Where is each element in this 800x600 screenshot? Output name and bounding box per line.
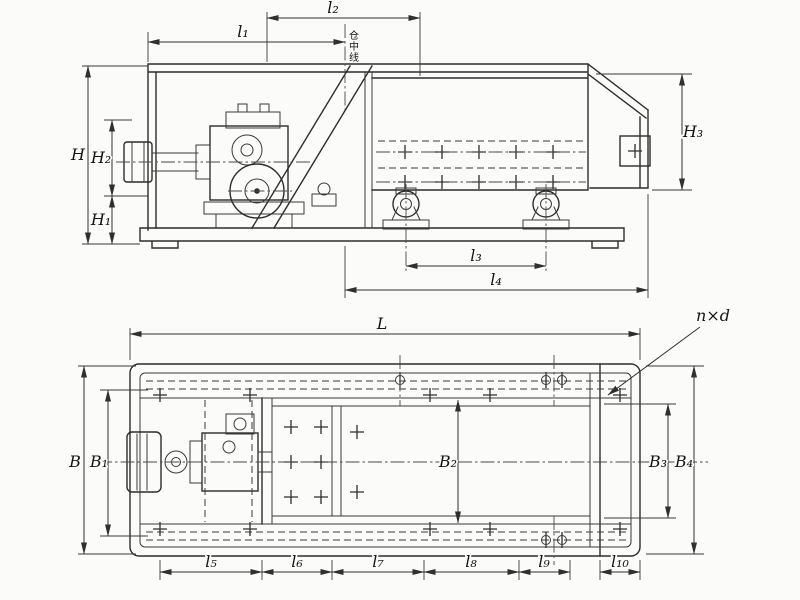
label-B: B <box>68 452 81 471</box>
plan-view: L n×d B B₁ B₂ B₃ B₄ l₅ <box>66 304 732 580</box>
plan-structure-lines <box>139 372 632 548</box>
label-l3: l₃ <box>470 246 482 265</box>
dim-l5: l₅ <box>159 550 263 575</box>
dim-B3: B₃ <box>646 403 671 519</box>
dim-H3: H₃ <box>679 73 705 191</box>
brace-pivot <box>317 182 331 196</box>
nxd-leader <box>607 326 701 396</box>
dim-H: H <box>68 65 91 245</box>
plan-inner-shell <box>139 372 632 548</box>
label-l9: l₉ <box>538 552 550 571</box>
bin-centerline-note: 仓中线 <box>347 29 359 63</box>
side-view: l₂ l₁ 仓中线 H H₂ H₁ H₃ l₃ l₄ <box>68 0 705 298</box>
bolt-hole <box>541 535 551 545</box>
label-B2: B₂ <box>438 452 457 471</box>
label-l7: l₇ <box>372 552 384 571</box>
label-H1: H₁ <box>90 210 111 229</box>
plan-motor-drive <box>126 413 273 493</box>
label-l5: l₅ <box>205 552 217 571</box>
frame-outline <box>147 63 649 231</box>
side-frame <box>139 63 651 249</box>
label-L: L <box>376 314 388 333</box>
label-nxd: n×d <box>696 306 730 325</box>
label-l6: l₆ <box>291 552 303 571</box>
side-center-lines <box>116 24 586 274</box>
pedestal-body <box>382 187 430 230</box>
gear-hub <box>240 143 254 157</box>
dim-l9: l₉ <box>518 550 571 575</box>
label-l10: l₁₀ <box>611 552 630 571</box>
plan-extension-lines <box>78 328 704 580</box>
dim-H1: H₁ <box>88 195 115 245</box>
dim-l3: l₃ <box>405 244 547 269</box>
label-B4: B₄ <box>674 452 693 471</box>
plan-outer-shell <box>129 363 641 557</box>
dim-B: B <box>66 365 87 555</box>
base-plate <box>139 227 625 249</box>
dim-L: L <box>129 312 641 337</box>
bolt-hole <box>557 535 567 545</box>
bolt-hole <box>557 375 567 385</box>
label-H2: H₂ <box>90 148 111 167</box>
gear-circle <box>231 134 263 166</box>
plan-body <box>129 363 641 557</box>
label-l8: l₈ <box>465 552 477 571</box>
pedestal-body <box>522 187 570 230</box>
dim-B4: B₄ <box>672 365 697 555</box>
discharge-outlet <box>619 135 651 167</box>
plan-center-lines <box>98 355 708 565</box>
dim-l10: l₁₀ <box>599 550 641 575</box>
partition-wall <box>364 71 373 229</box>
label-l4: l₄ <box>490 270 502 289</box>
dim-B2: B₂ <box>436 399 461 524</box>
trough-hidden-lines <box>378 140 584 169</box>
plan-trough-walls <box>261 363 601 557</box>
callout-nxd: n×d <box>607 304 732 396</box>
dim-l1: l₁ <box>147 20 346 45</box>
label-H3: H₃ <box>682 122 703 141</box>
side-extension-lines <box>82 12 692 298</box>
dim-l2: l₂ <box>266 0 421 21</box>
motor-terminal-box <box>225 111 281 129</box>
label-l1: l₁ <box>237 22 249 41</box>
label-B3: B₃ <box>648 452 667 471</box>
gear-plan <box>222 440 236 454</box>
motor-plan <box>233 417 247 431</box>
drive-details <box>131 103 337 229</box>
label-H: H <box>70 145 86 164</box>
dim-B1: B₁ <box>87 389 111 537</box>
label-l2: l₂ <box>327 0 339 17</box>
dim-l6: l₆ <box>261 550 333 575</box>
bolt-hole <box>541 375 551 385</box>
diagonal-brace <box>251 65 373 229</box>
dim-l8: l₈ <box>423 550 520 575</box>
shaft-end <box>164 450 188 474</box>
label-B1: B₁ <box>89 452 108 471</box>
dim-l4: l₄ <box>344 268 649 293</box>
dim-l7: l₇ <box>331 550 425 575</box>
dim-H2: H₂ <box>88 119 115 197</box>
